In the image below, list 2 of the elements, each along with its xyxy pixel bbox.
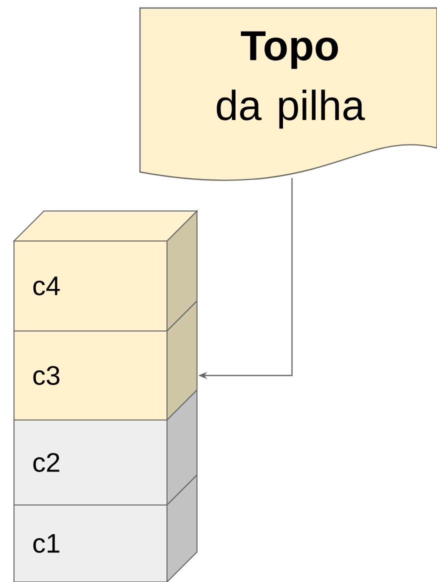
stack-block: c1	[14, 474, 198, 582]
node-label: c1	[33, 534, 60, 553]
